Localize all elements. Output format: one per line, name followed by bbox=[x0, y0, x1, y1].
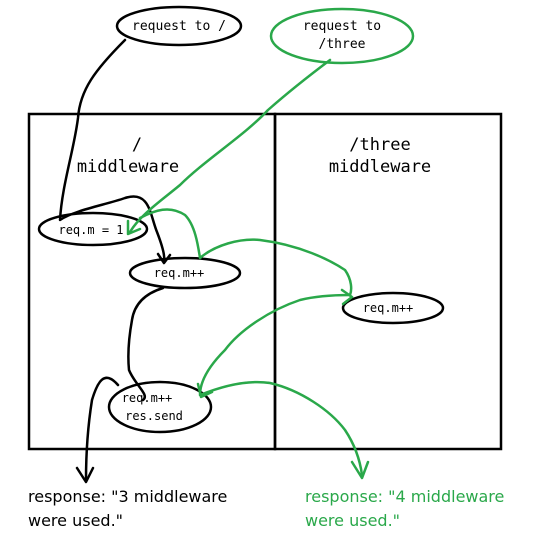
root-panel-title-line1: / bbox=[132, 135, 142, 155]
green-arrowhead-inc-three bbox=[340, 288, 354, 306]
three-panel-title-line2: middleware bbox=[329, 157, 431, 177]
black-arrowhead-response bbox=[75, 466, 95, 484]
request-root-bubble bbox=[115, 5, 243, 47]
black-flow-root bbox=[58, 38, 166, 482]
request-three-label-line1: request to bbox=[303, 19, 381, 34]
request-root-label: request to / bbox=[132, 19, 226, 34]
green-arrowhead-set bbox=[126, 219, 142, 236]
node-final bbox=[107, 380, 213, 434]
green-flow-three bbox=[128, 58, 364, 477]
response-three-line1: response: "4 middleware bbox=[305, 487, 504, 506]
node-final-label-line2: res.send bbox=[125, 409, 183, 423]
green-arrowhead-response bbox=[350, 460, 370, 480]
green-arrowhead-final bbox=[196, 382, 214, 399]
node-set-m bbox=[37, 211, 149, 247]
three-middleware-panel bbox=[273, 112, 503, 451]
request-three-bubble bbox=[269, 7, 415, 65]
node-final-label-line1: req.m++ bbox=[122, 391, 173, 405]
node-set-m-label: req.m = 1 bbox=[58, 223, 123, 237]
three-panel-title-line1: /three bbox=[349, 135, 410, 155]
response-three-line2: were used." bbox=[305, 511, 400, 530]
response-root-line2: were used." bbox=[28, 511, 123, 530]
node-inc-root-label: req.m++ bbox=[154, 266, 205, 280]
black-arrowhead-inc-root bbox=[156, 252, 172, 265]
root-panel-title-line2: middleware bbox=[77, 157, 179, 177]
response-root-line1: response: "3 middleware bbox=[28, 487, 227, 506]
node-inc-three-label: req.m++ bbox=[363, 301, 414, 315]
request-three-label-line2: /three bbox=[319, 37, 366, 52]
node-inc-three bbox=[341, 291, 445, 325]
node-inc-root bbox=[128, 256, 242, 290]
